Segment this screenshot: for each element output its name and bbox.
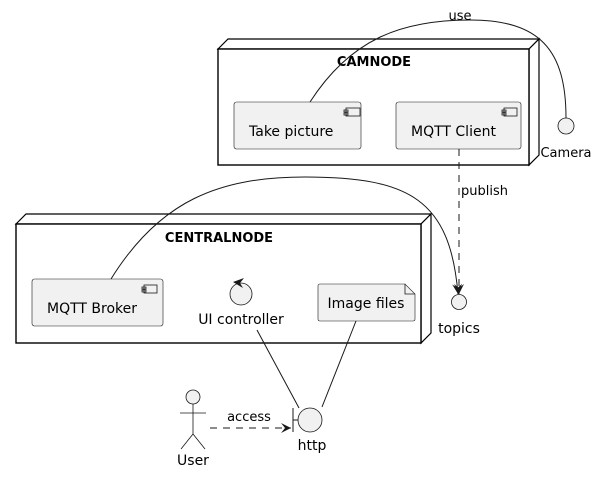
topics-interface-icon — [451, 294, 467, 310]
edge-broker-topics — [110, 176, 463, 295]
actor-head-icon — [185, 389, 201, 405]
take-picture-label: Take picture — [248, 124, 333, 140]
user-label: User — [177, 453, 209, 469]
control-arrow-icon — [233, 278, 244, 288]
edge-files-http — [321, 320, 357, 408]
component-icon — [141, 284, 158, 294]
file-image-files[interactable]: Image files — [317, 283, 416, 322]
mqtt-broker-box — [31, 278, 164, 327]
camnode-top-face — [216, 38, 541, 50]
component-mqtt-client[interactable]: MQTT Client — [395, 101, 522, 150]
centralnode-title: CENTRALNODE — [165, 231, 273, 246]
image-files-box — [317, 283, 416, 322]
edge-ui-http — [256, 329, 300, 409]
camnode-side-face — [528, 37, 540, 167]
actor-body-icon — [180, 404, 206, 450]
edge-use — [309, 19, 567, 119]
edge-publish-label: publish — [461, 184, 508, 199]
component-take-picture[interactable]: Take picture — [233, 101, 362, 150]
topics-label: topics — [438, 321, 480, 337]
image-files-label: Image files — [328, 296, 405, 312]
mqtt-broker-label: MQTT Broker — [47, 301, 137, 317]
centralnode-top-face — [14, 213, 433, 225]
folded-corner-icon — [404, 284, 415, 295]
edge-use-label: use — [448, 9, 471, 24]
control-ui-controller[interactable]: UI controller — [198, 278, 284, 328]
control-icon — [229, 282, 253, 306]
camera-label: Camera — [540, 146, 591, 161]
ui-controller-label: UI controller — [198, 312, 284, 328]
component-mqtt-broker[interactable]: MQTT Broker — [31, 278, 164, 327]
interface-camera[interactable]: Camera — [540, 117, 592, 161]
interface-topics[interactable]: topics — [438, 294, 480, 338]
camnode-title: CAMNODE — [337, 55, 411, 70]
camera-interface-icon — [557, 117, 575, 135]
mqtt-client-label: MQTT Client — [411, 124, 496, 140]
http-label: http — [298, 438, 327, 454]
boundary-http[interactable]: http — [292, 407, 327, 454]
component-icon — [501, 107, 518, 117]
actor-user[interactable]: User — [177, 389, 209, 469]
boundary-icon — [297, 407, 323, 433]
centralnode-side-face — [420, 212, 432, 345]
mqtt-client-box — [395, 101, 522, 150]
edge-access-label: access — [227, 410, 271, 425]
take-picture-box — [233, 101, 362, 150]
component-icon — [343, 107, 361, 117]
